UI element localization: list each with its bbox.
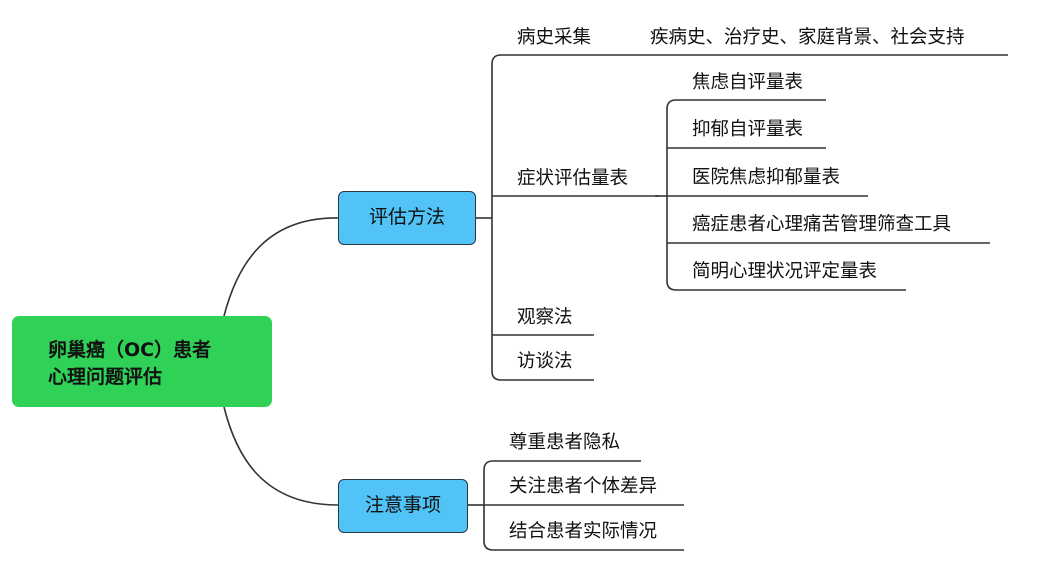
connector-root-notes — [223, 406, 339, 506]
topic-interview[interactable]: 访谈法 — [517, 351, 573, 372]
scale-item[interactable]: 抑郁自评量表 — [692, 119, 804, 140]
topic-scales[interactable]: 症状评估量表 — [517, 168, 629, 189]
scale-item[interactable]: 医院焦虑抑郁量表 — [692, 167, 841, 188]
connector-root-assessment — [223, 217, 339, 317]
note-item[interactable]: 关注患者个体差异 — [509, 476, 658, 497]
topic-history-detail[interactable]: 疾病史、治疗史、家庭背景、社会支持 — [650, 27, 965, 48]
topic-observation[interactable]: 观察法 — [517, 307, 573, 328]
scale-item[interactable]: 癌症患者心理痛苦管理筛查工具 — [692, 214, 952, 235]
scale-item[interactable]: 简明心理状况评定量表 — [692, 261, 878, 282]
bracket-assessment — [491, 54, 502, 381]
root-topic[interactable]: 卵巢癌（OC）患者 心理问题评估 — [12, 316, 272, 407]
note-item[interactable]: 结合患者实际情况 — [509, 521, 658, 542]
root-title-line1: 卵巢癌（OC）患者 — [48, 339, 212, 361]
note-item[interactable]: 尊重患者隐私 — [509, 432, 621, 453]
branch-notes[interactable]: 注意事项 — [338, 479, 468, 533]
bracket-scales — [666, 99, 677, 291]
topic-history[interactable]: 病史采集 — [517, 27, 592, 48]
scale-item[interactable]: 焦虑自评量表 — [692, 72, 804, 93]
branch-assessment[interactable]: 评估方法 — [338, 191, 476, 245]
root-title-line2: 心理问题评估 — [48, 366, 163, 388]
